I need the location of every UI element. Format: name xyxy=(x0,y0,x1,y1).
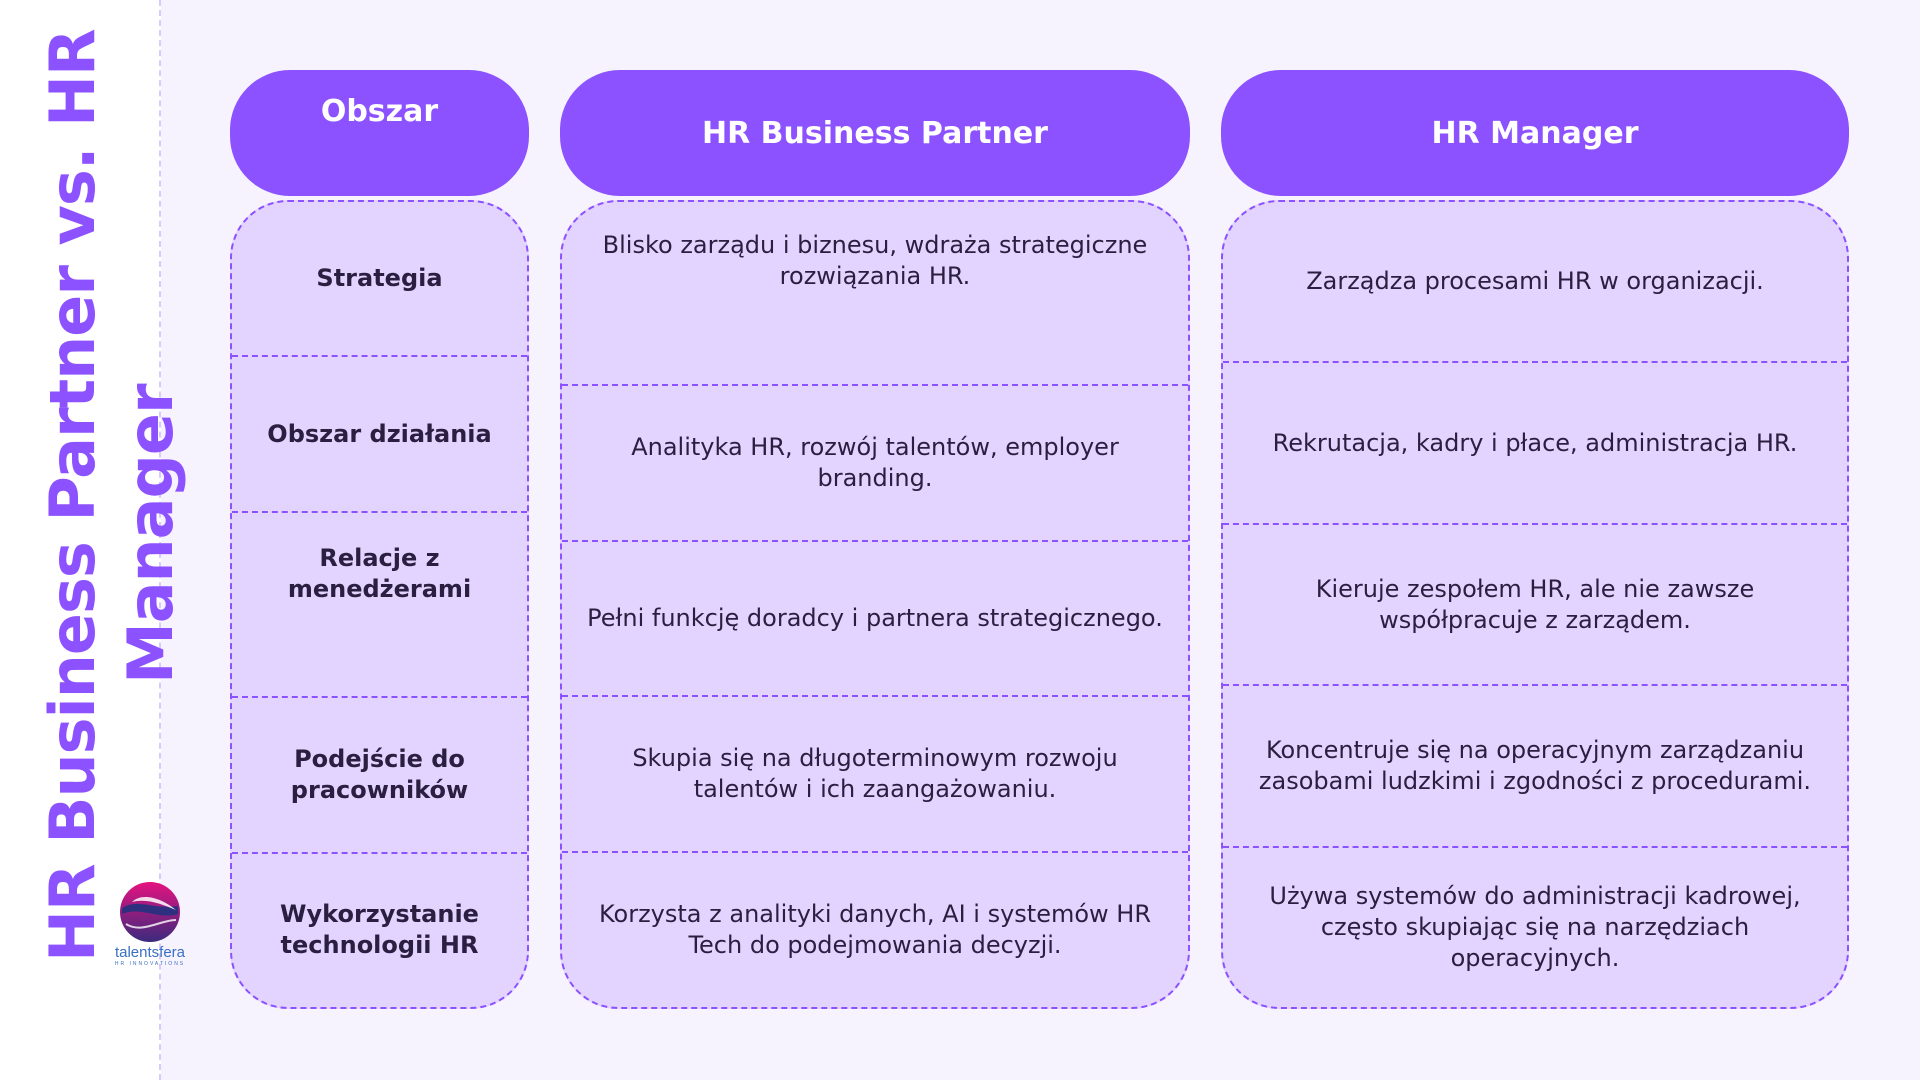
column-hrbp: HR Business Partner Blisko zarządu i biz… xyxy=(560,70,1190,1009)
table-cell: Blisko zarządu i biznesu, wdraża strateg… xyxy=(602,231,1148,290)
row-label: Podejście do pracowników xyxy=(232,696,527,851)
table-cell: Rekrutacja, kadry i płace, administracja… xyxy=(1223,361,1847,522)
table-cell: Koncentruje się na operacyjnym zarządzan… xyxy=(1223,684,1847,845)
table-cell: Analityka HR, rozwój talentów, employer … xyxy=(562,383,1188,540)
table-cell: Zarządza procesami HR w organizacji. xyxy=(1306,267,1764,296)
column-area-body: Strategia Obszar działania Relacje z men… xyxy=(230,200,529,1009)
header-hrm: HR Manager xyxy=(1221,70,1849,196)
column-area: Obszar Strategia Obszar działania Relacj… xyxy=(230,70,529,1009)
header-hrbp: HR Business Partner xyxy=(560,70,1190,196)
row-label: Strategia xyxy=(316,264,443,293)
row-label: Relacje z menedżerami xyxy=(232,510,527,696)
row-label: Wykorzystanie technologii HR xyxy=(232,851,527,1007)
row-label: Obszar działania xyxy=(232,355,527,510)
header-area: Obszar xyxy=(230,70,529,196)
table-cell: Używa systemów do administracji kadrowej… xyxy=(1223,845,1847,1007)
table-cell: Pełni funkcję doradcy i partnera strateg… xyxy=(562,539,1188,696)
column-hrm: HR Manager Zarządza procesami HR w organ… xyxy=(1221,70,1849,1009)
column-hrm-body: Zarządza procesami HR w organizacji. Rek… xyxy=(1221,200,1849,1009)
table-cell: Skupia się na długoterminowym rozwoju ta… xyxy=(562,695,1188,851)
page-title-line2: Manager xyxy=(114,384,187,684)
logo-tagline: HR INNOVATIONS xyxy=(114,961,186,967)
page-title-line1: HR Business Partner vs. HR xyxy=(36,29,109,962)
table-cell: Kieruje zespołem HR, ale nie zawsze wspó… xyxy=(1223,522,1847,684)
logo-name: talentsfera xyxy=(114,944,186,961)
talentsfera-logo: talentsfera HR INNOVATIONS xyxy=(112,880,188,967)
column-hrbp-body: Blisko zarządu i biznesu, wdraża strateg… xyxy=(560,200,1190,1009)
left-sidebar-band xyxy=(0,0,161,1080)
logo-sphere-icon xyxy=(120,882,180,942)
table-cell: Korzysta z analityki danych, AI i system… xyxy=(562,851,1188,1007)
